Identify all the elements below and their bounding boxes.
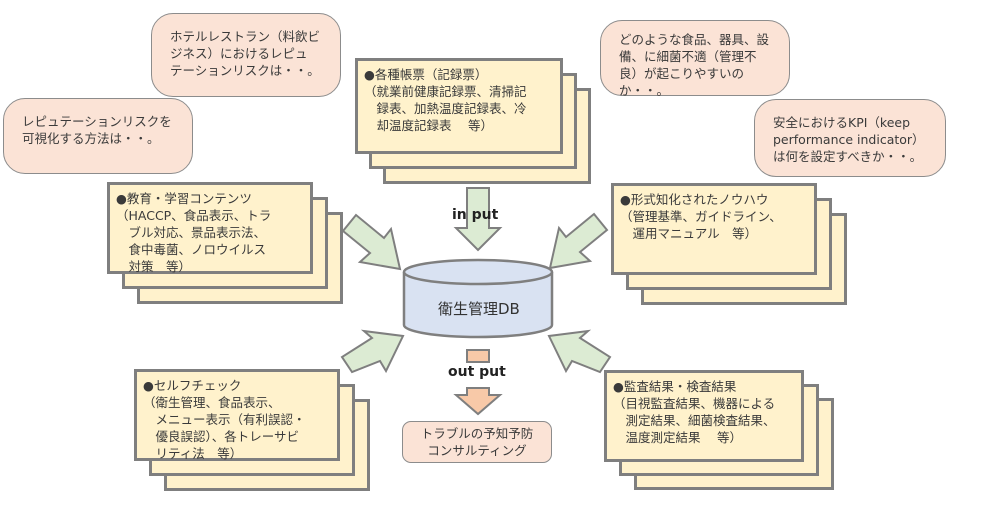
output-arrow-stem bbox=[466, 349, 490, 363]
result-box-consulting: トラブルの予知予防 コンサルティング bbox=[402, 421, 552, 463]
source-card-self-check: ●セルフチェック （衛生管理、食品表示、 メニュー表示（有利誤認・ 優良誤認）、… bbox=[134, 369, 340, 461]
input-arrow-top bbox=[453, 187, 503, 252]
source-card-knowhow: ●形式知化されたノウハウ （管理基準、ガイドライン、 運用マニュアル 等） bbox=[611, 183, 817, 275]
input-arrow-upper-left bbox=[341, 213, 402, 271]
question-bubble-bacteria: どのような食品、器具、設 備、に細菌不適（管理不 良）が起こりやすいの か・・。 bbox=[600, 20, 790, 98]
input-label: in put bbox=[452, 207, 499, 223]
database-label: 衛生管理DB bbox=[438, 300, 520, 318]
source-card-education: ●教育・学習コンテンツ （HACCP、食品表示、トラ ブル対応、景品表示法、 食… bbox=[107, 182, 313, 274]
output-label: out put bbox=[448, 364, 506, 380]
output-arrow bbox=[453, 387, 503, 416]
source-card-audit: ●監査結果・検査結果 （目視監査結果、機器による 測定結果、細菌検査結果、 温度… bbox=[604, 370, 804, 462]
input-arrow-upper-right bbox=[548, 212, 609, 270]
source-card-records: ●各種帳票（記録票） （就業前健康記録票、清掃記 録表、加熱温度記録表、冷 却温… bbox=[355, 58, 563, 154]
database-cylinder bbox=[402, 258, 554, 339]
question-bubble-kpi: 安全におけるKPI（keep performance indicator） は何… bbox=[754, 99, 946, 177]
input-arrow-lower-left bbox=[340, 329, 405, 374]
input-arrow-lower-right bbox=[547, 329, 612, 374]
question-bubble-hotel-reputation: ホテルレストラン（料飲ビ ジネス）におけるレピュ テーションリスクは・・。 bbox=[151, 13, 341, 97]
question-bubble-visualize-risk: レピュテーションリスクを 可視化する方法は・・。 bbox=[3, 98, 193, 174]
